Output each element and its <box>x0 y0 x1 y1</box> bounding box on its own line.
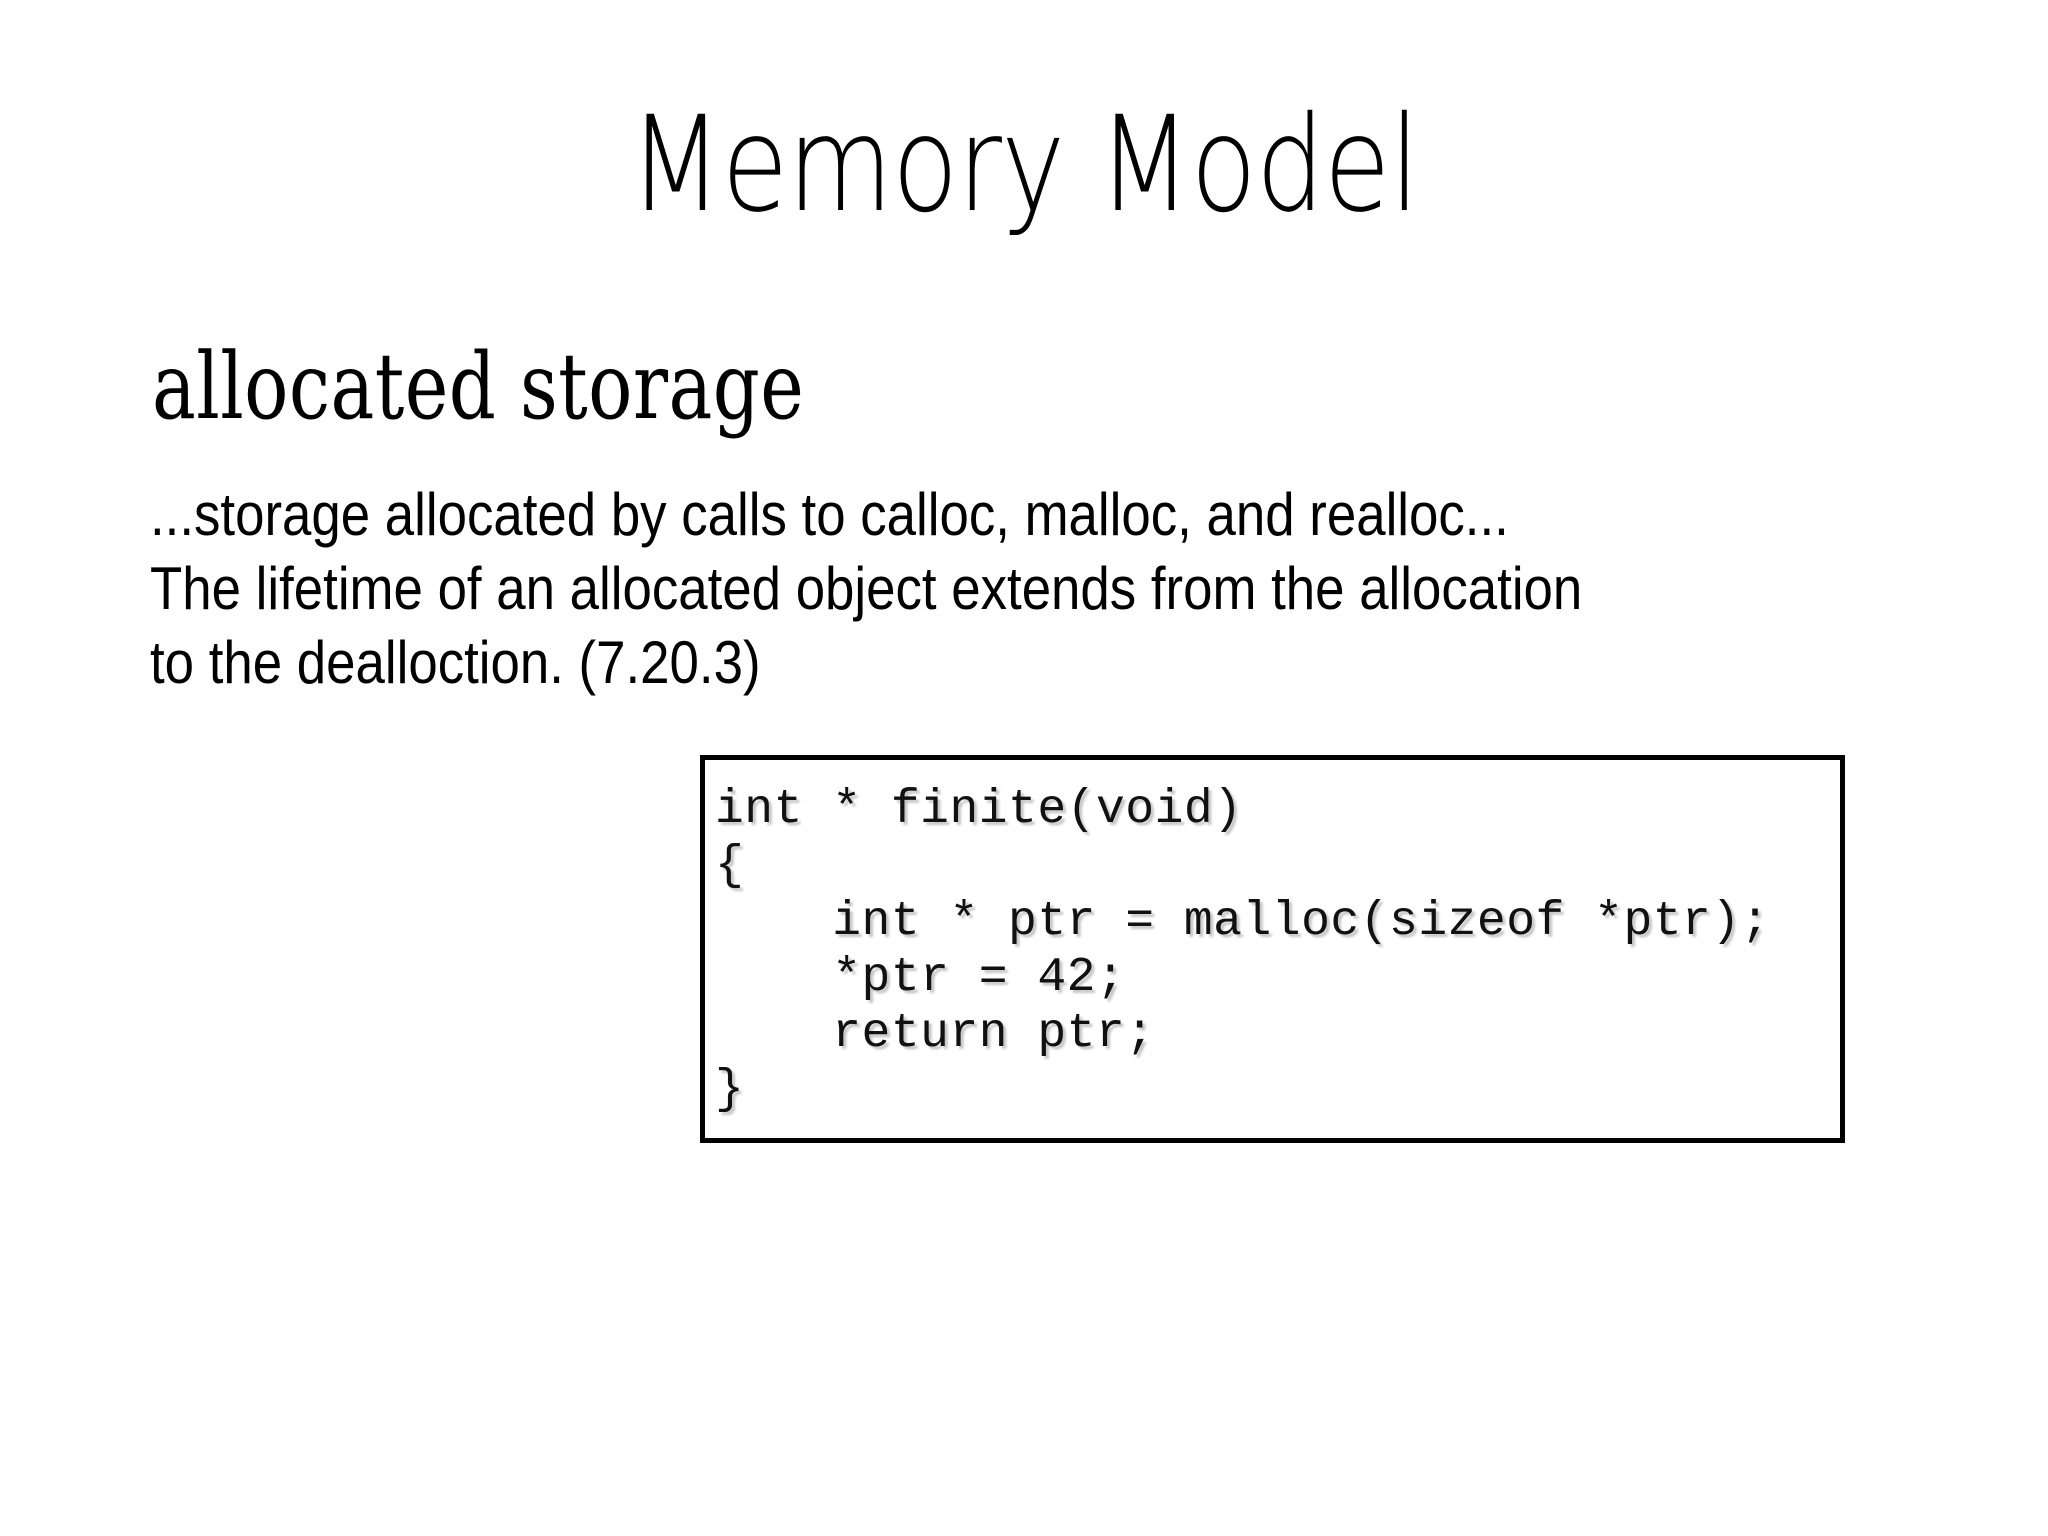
code-line: int * finite(void) <box>715 783 1243 837</box>
code-block-content: int * finite(void) { int * ptr = malloc(… <box>715 782 1836 1118</box>
quote-line: The lifetime of an allocated object exte… <box>150 555 1583 622</box>
quote-block: ...storage allocated by calls to calloc,… <box>150 478 1970 700</box>
code-block: int * finite(void) { int * ptr = malloc(… <box>700 755 1845 1143</box>
page-title: Memory Model <box>629 88 1420 242</box>
code-line: return ptr; <box>715 1007 1155 1061</box>
quote-line: to the dealloction. (7.20.3) <box>150 629 761 696</box>
code-line: int * ptr = malloc(sizeof *ptr); <box>715 895 1770 949</box>
code-line: *ptr = 42; <box>715 951 1126 1005</box>
section-heading: allocated storage <box>152 333 805 440</box>
quote-line: ...storage allocated by calls to calloc,… <box>150 481 1509 548</box>
code-line: { <box>715 839 745 893</box>
code-line: } <box>715 1063 745 1117</box>
